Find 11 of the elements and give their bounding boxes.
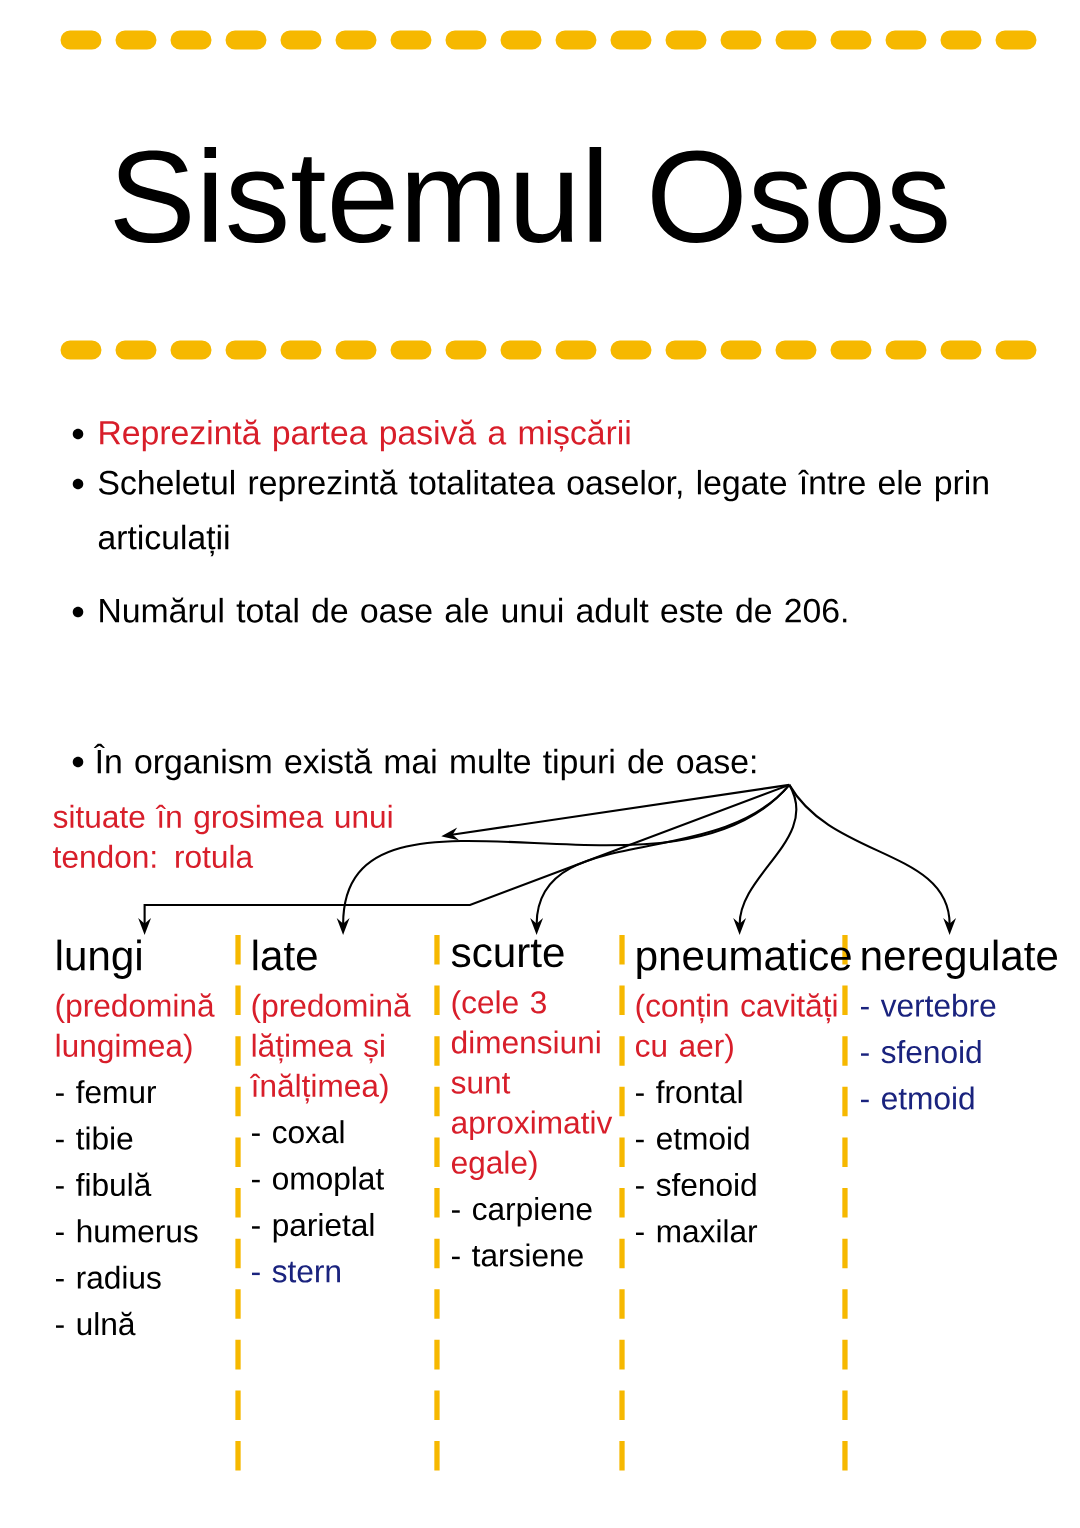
bone-type-column: lungi (predomină lungimea) - femur - tibie - fibulă - humerus - radius - ulnă (56, 939, 215, 1336)
bullet-text: Reprezintă partea pasivă a mișcării (100, 419, 630, 452)
title: Sistemul Osos (114, 147, 947, 244)
bone-type-column: neregulate - vertebre - sfenoid - etmoid (861, 939, 1057, 1110)
bullet-text: Scheletul reprezintă totalitatea oaselor, legate între ele prin articulații (98, 469, 988, 557)
note-text: situate în grosimea unui tendon: rotula (53, 804, 392, 868)
bullet-text: În organism există mai multe tipuri de oase: (93, 743, 756, 781)
bullet-text: Numărul total de oase ale unui adult este de 206. (100, 597, 847, 623)
bone-type-column: pneumatice (conțin cavități cu aer) - frontal - etmoid - sfenoid - maxilar (636, 939, 851, 1243)
bone-type-column: late (predomină lățimea și înălțimea) - coxal - omoplat - parietal - stern (249, 939, 411, 1283)
bone-type-column: scurte (cele 3 dimensiuni sunt aproximativ egale) - carpiene - tarsiene (451, 939, 613, 1267)
